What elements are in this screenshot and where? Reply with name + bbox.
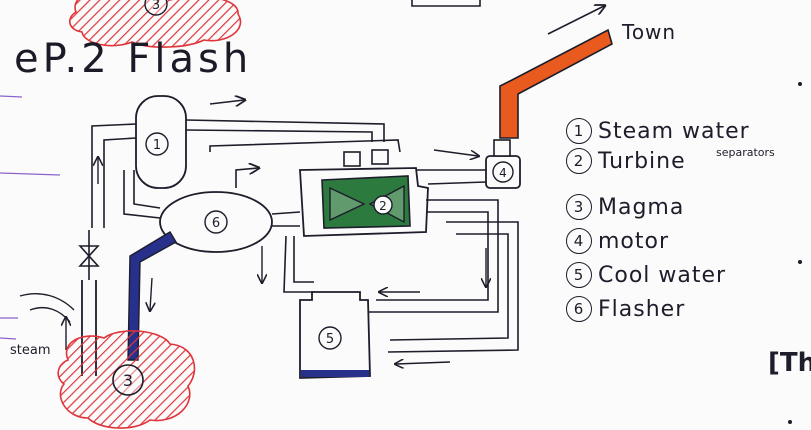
margin-dot [788,420,792,424]
edge-fragment-text: [Th [768,348,811,378]
well-valve-icon [78,245,100,267]
magma-bottom-marker: 3 [123,371,133,390]
margin-dot [798,260,802,264]
magma-blob-bottom: 3 [57,330,196,429]
flow-arrow [396,362,451,364]
cool-water-marker: 5 [326,332,334,347]
cool-water-tank: 5 [299,291,371,379]
legend-number: 1 [566,118,592,144]
steam-label: steam [10,343,51,358]
steam-curve [19,292,75,311]
town-arrow [547,6,604,35]
legend-label: Flasher [598,297,686,322]
cooling-loop [387,221,519,353]
legend-label: Magma [598,195,685,220]
flasher-marker: 6 [212,216,220,231]
margin-mark [0,95,23,98]
valve-box [371,149,389,165]
legend-label: motor [598,229,670,254]
town-label: Town [622,20,677,44]
magma-blob-top: 3 [69,0,242,48]
title-prefix: e [14,36,43,82]
steam-pipe [209,139,401,153]
legend-number: 3 [566,194,592,220]
turbine: 2 [299,167,429,237]
flow-arrow [433,149,478,156]
legend-number: 5 [566,262,592,288]
cooling-loop [360,199,499,313]
legend-label: Turbine [598,149,686,174]
page-title: eP.2 Flash [14,36,252,82]
title-text: P.2 Flash [42,36,253,82]
flow-arrow [150,277,152,310]
shaft-pipe [416,169,487,185]
legend-label: Cool water [598,263,727,288]
flow-arrow [235,168,258,188]
steam-curve [29,306,71,323]
legend-number: 6 [566,296,592,322]
steam-water-separator: 1 [135,95,187,189]
condensate-pipe [283,235,314,293]
margin-dot [798,82,802,86]
motor: 4 [485,139,521,189]
legend-note: separators [716,146,775,159]
legend-number: 2 [566,148,592,174]
flow-arrow [209,100,244,104]
cool-water-level [301,370,369,377]
motor-marker: 4 [499,166,507,180]
town-pipe [499,28,613,139]
turbine-marker: 2 [379,199,387,213]
separator-marker: 1 [153,138,161,153]
flasher-outlet [271,211,301,227]
top-pipe-fragment [411,0,481,7]
margin-mark [0,337,17,340]
flasher-vessel: 6 [159,191,273,253]
magma-top-marker: 3 [152,0,160,13]
flasher-feed [123,170,161,219]
legend-label: Steam water [598,119,750,144]
return-pipe [91,123,137,228]
valve-box [343,151,361,167]
legend-number: 4 [566,228,592,254]
steam-pipe [185,119,385,142]
margin-mark [0,172,61,176]
